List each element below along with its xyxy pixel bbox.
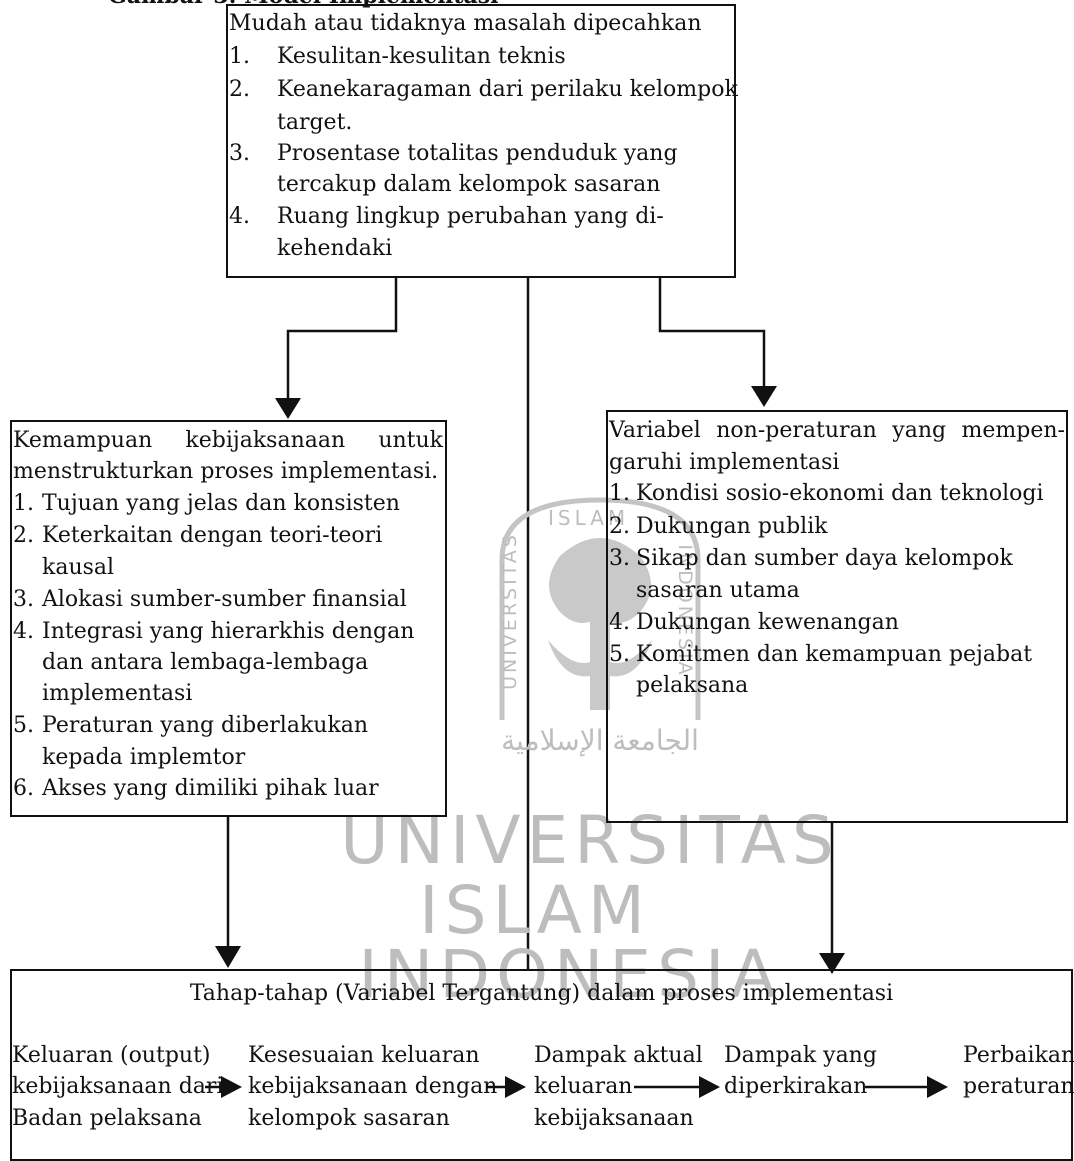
arrowhead-bottom-left bbox=[215, 946, 241, 968]
stage-1-line-3: Badan pelaksana bbox=[12, 1106, 202, 1131]
arrowhead-right bbox=[751, 386, 777, 407]
left-item-5-line-2: kepada implemtor bbox=[42, 745, 246, 770]
top-item-2-line-1: Keanekaragaman dari perilaku kelompok bbox=[277, 77, 738, 102]
left-item-5-number: 5. bbox=[13, 713, 34, 738]
stage-1-line-2: kebijaksanaan dari bbox=[12, 1074, 224, 1099]
right-item-2-line-1: Dukungan publik bbox=[636, 514, 828, 539]
logo-trunk-icon bbox=[590, 610, 610, 710]
right-item-4-line-1: Dukungan kewenangan bbox=[636, 610, 899, 635]
right-item-4-number: 4. bbox=[609, 610, 630, 635]
left-box-title-line-1: Kemampuan kebijaksanaan untuk bbox=[13, 425, 443, 457]
stage-4-line-1: Dampak yang bbox=[724, 1043, 877, 1068]
top-item-3-number: 3. bbox=[229, 141, 250, 166]
watermark-line-1: UNIVERSITAS bbox=[340, 802, 840, 879]
logo-left-text: UNIVERSITAS bbox=[499, 532, 521, 690]
left-item-5-line-1: Peraturan yang diberlakukan bbox=[42, 713, 369, 738]
stage-3-line-3: kebijaksanaan bbox=[534, 1106, 694, 1131]
right-item-5-line-2: pelaksana bbox=[636, 673, 749, 698]
left-item-4-line-1: Integrasi yang hierarkhis dengan bbox=[42, 619, 415, 644]
left-item-4-line-2: dan antara lembaga-lembaga bbox=[42, 650, 369, 675]
right-box-title-line-2: garuhi implementasi bbox=[609, 450, 840, 475]
left-item-2-line-1: Keterkaitan dengan teori-teori bbox=[42, 523, 383, 548]
top-item-4-line-1: Ruang lingkup perubahan yang di- bbox=[277, 204, 664, 229]
box-policy-ability bbox=[10, 420, 447, 817]
watermark-line-2: ISLAM bbox=[419, 872, 651, 949]
left-item-4-line-3: implementasi bbox=[42, 681, 193, 706]
left-item-3-number: 3. bbox=[13, 587, 34, 612]
stage-5-line-2: peraturan bbox=[963, 1074, 1074, 1099]
logo-outline bbox=[499, 497, 701, 720]
top-item-4-number: 4. bbox=[229, 204, 250, 229]
top-item-4-line-2: kehendaki bbox=[277, 236, 393, 261]
top-item-3-line-2: tercakup dalam kelompok sasaran bbox=[277, 172, 661, 197]
stage-3-line-1: Dampak aktual bbox=[534, 1043, 703, 1068]
right-item-2-number: 2. bbox=[609, 514, 630, 539]
stage-1-line-1: Keluaran (output) bbox=[12, 1043, 211, 1068]
right-item-5-line-1: Komitmen dan kemampuan pejabat bbox=[636, 642, 1033, 667]
top-item-1-line-1: Kesulitan-kesulitan teknis bbox=[277, 44, 566, 69]
bottom-box-title: Tahap-tahap (Variabel Tergantung) dalam … bbox=[189, 981, 894, 1006]
right-title-word-1: Variabel bbox=[609, 418, 701, 443]
left-title-word-3: untuk bbox=[378, 428, 443, 453]
watermark-line-3: INDONESIA bbox=[358, 936, 782, 1013]
left-item-1-number: 1. bbox=[13, 491, 34, 516]
right-item-5-number: 5. bbox=[609, 642, 630, 667]
right-item-1-number: 1. bbox=[609, 481, 630, 506]
left-title-word-2: kebijaksanaan bbox=[185, 428, 346, 453]
right-item-3-line-2: sasaran utama bbox=[636, 578, 800, 603]
box-non-regulatory-variables bbox=[606, 410, 1068, 823]
left-item-4-number: 4. bbox=[13, 619, 34, 644]
right-title-word-4: mempen- bbox=[961, 418, 1065, 443]
left-item-2-number: 2. bbox=[13, 523, 34, 548]
stage-2-line-1: Kesesuaian keluaran bbox=[248, 1043, 480, 1068]
top-item-2-line-2: target. bbox=[277, 110, 353, 135]
stage-3-line-2: keluaran bbox=[534, 1074, 633, 1099]
left-item-6-line-1: Akses yang dimiliki pihak luar bbox=[42, 776, 379, 801]
left-item-2-line-2: kausal bbox=[42, 555, 115, 580]
box-problem-tractability bbox=[226, 4, 736, 278]
top-item-2-number: 2. bbox=[229, 77, 250, 102]
logo-branch-icon bbox=[548, 640, 652, 677]
flow-arrowhead-4 bbox=[927, 1076, 948, 1098]
connector-top-to-left bbox=[286, 276, 398, 400]
right-title-word-2: non-peraturan bbox=[716, 418, 877, 443]
right-item-1-line-1: Kondisi sosio-ekonomi dan teknologi bbox=[636, 481, 1044, 506]
right-title-word-3: yang bbox=[892, 418, 947, 443]
left-item-3-line-1: Alokasi sumber-sumber finansial bbox=[42, 587, 407, 612]
top-item-1-number: 1. bbox=[229, 44, 250, 69]
arrowhead-left bbox=[275, 398, 301, 419]
flow-arrowhead-1 bbox=[221, 1076, 242, 1098]
top-item-3-line-1: Prosentase totalitas penduduk yang bbox=[277, 141, 678, 166]
left-box-title-line-2: menstrukturkan proses implementasi. bbox=[13, 459, 439, 484]
arrowhead-bottom-right bbox=[819, 953, 845, 974]
left-item-1-line-1: Tujuan yang jelas dan konsisten bbox=[42, 491, 400, 516]
right-item-3-line-1: Sikap dan sumber daya kelompok bbox=[636, 546, 1013, 571]
flow-arrowhead-2 bbox=[505, 1076, 526, 1098]
connector-top-to-right bbox=[658, 276, 766, 388]
box-implementation-stages bbox=[10, 969, 1073, 1161]
stage-2-line-2: kebijaksanaan dengan bbox=[248, 1074, 498, 1099]
stage-5-line-1: Perbaikan bbox=[963, 1043, 1074, 1068]
flow-arrowhead-3 bbox=[699, 1076, 720, 1098]
left-item-6-number: 6. bbox=[13, 776, 34, 801]
right-box-title-line-1: Variabel non-peraturan yang mempen- bbox=[609, 415, 1065, 447]
logo-arabic-text: الجامعة الإسلامية bbox=[501, 724, 699, 757]
stage-2-line-3: kelompok sasaran bbox=[248, 1106, 450, 1131]
right-item-3-number: 3. bbox=[609, 546, 630, 571]
logo-ring-text: ISLAM bbox=[548, 506, 630, 530]
top-box-title: Mudah atau tidaknya masalah dipecahkan bbox=[229, 11, 702, 36]
logo-tree-icon bbox=[549, 538, 651, 624]
stage-4-line-2: diperkirakan bbox=[724, 1074, 868, 1099]
left-title-word-1: Kemampuan bbox=[13, 428, 153, 453]
